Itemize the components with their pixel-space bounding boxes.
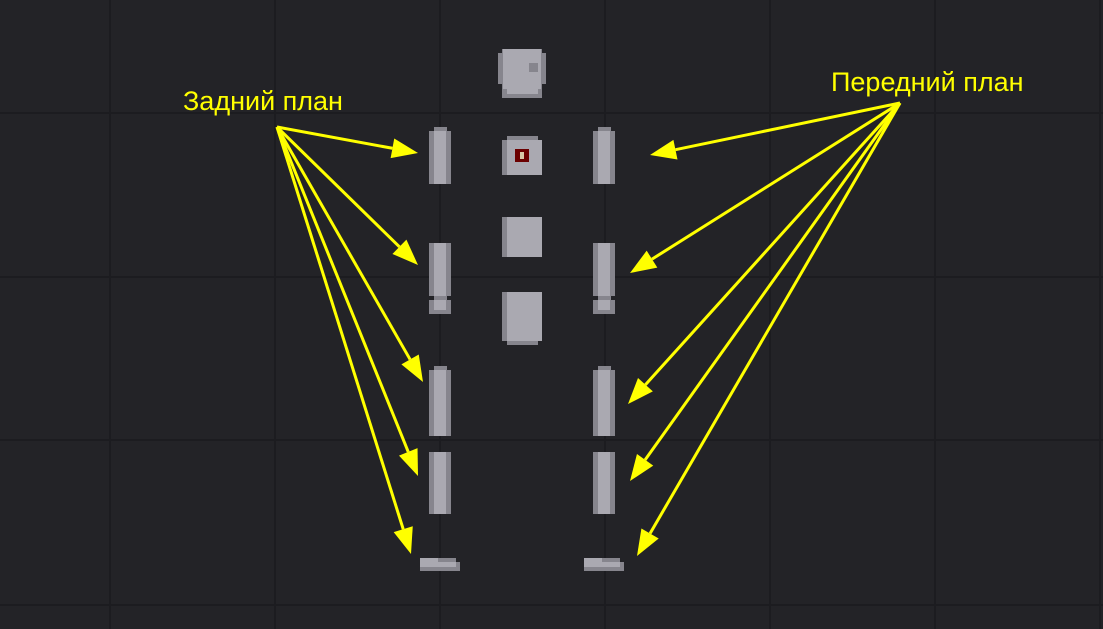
torso-face <box>507 292 542 341</box>
back-thigh <box>429 366 451 436</box>
grid-line <box>604 0 606 629</box>
torso-face <box>507 217 542 257</box>
arrow-shaft <box>648 102 902 535</box>
grid-line <box>109 0 111 629</box>
hand-face <box>434 300 446 310</box>
back-upper-arm <box>429 127 451 184</box>
limb-face <box>598 370 610 436</box>
arrow-shaft <box>275 126 405 530</box>
arrow-head-icon <box>392 239 418 265</box>
arrow-head-icon <box>630 250 658 273</box>
wrist <box>598 296 611 300</box>
limb-cap <box>434 366 447 370</box>
arrow-head-icon <box>398 448 418 476</box>
arrow-shaft <box>675 101 901 152</box>
front-shin <box>593 452 615 514</box>
upper-torso <box>502 136 542 175</box>
background-arrow <box>276 125 418 159</box>
core-center <box>520 152 524 159</box>
limb-face <box>598 131 610 184</box>
grid-line <box>1099 0 1101 629</box>
front-thigh <box>593 366 615 436</box>
arrow-head-icon <box>401 354 423 382</box>
torso-hip <box>507 341 538 345</box>
front-foot <box>584 558 624 571</box>
arrow-shaft <box>644 101 902 386</box>
background-arrow <box>275 125 418 265</box>
torso-neck <box>507 136 538 140</box>
background-arrow <box>275 126 418 476</box>
foot-toe <box>438 558 456 562</box>
arrow-shaft <box>275 126 412 361</box>
grid-line <box>0 604 1103 606</box>
head-eye <box>529 63 538 72</box>
arrow-shaft <box>275 126 410 453</box>
middle-torso <box>502 217 542 257</box>
arrow-shaft <box>651 101 901 261</box>
back-hand <box>429 296 451 314</box>
foreground-arrow <box>650 101 901 160</box>
arrow-head-icon <box>390 138 418 159</box>
arrow-shaft <box>275 125 401 248</box>
back-foot <box>420 558 460 571</box>
arrow-head-icon <box>637 528 659 556</box>
limb-face <box>434 243 446 296</box>
lower-torso <box>502 292 542 345</box>
back-shin <box>429 452 451 514</box>
foreground-arrow <box>628 101 902 404</box>
arrow-head-icon <box>650 139 678 160</box>
arrow-head-icon <box>630 454 654 481</box>
arrow-head-icon <box>393 526 413 554</box>
foot-top <box>584 558 620 567</box>
background-arrow <box>275 126 423 382</box>
limb-face <box>598 243 610 296</box>
grid-line <box>0 112 1103 114</box>
foot-toe <box>602 558 620 562</box>
foreground-arrow <box>630 102 902 481</box>
grid-line <box>769 0 771 629</box>
foot-top <box>420 558 456 567</box>
front-upper-arm <box>593 127 615 184</box>
limb-cap <box>598 366 611 370</box>
foreground-arrow <box>637 102 902 556</box>
back-lower-arm <box>429 243 451 296</box>
limb-face <box>434 370 446 436</box>
background-layer-label: Задний план <box>183 86 343 116</box>
grid-line <box>439 0 441 629</box>
front-hand <box>593 296 615 314</box>
head <box>498 49 546 98</box>
background-arrow <box>275 126 413 554</box>
limb-face <box>434 131 446 184</box>
hand-face <box>598 300 610 310</box>
arrow-shaft <box>276 125 393 150</box>
foreground-arrow <box>630 101 901 273</box>
grid-line <box>0 276 1103 278</box>
arrow-shaft <box>643 102 902 461</box>
foreground-layer-label: Передний план <box>831 67 1024 97</box>
grid-line <box>0 439 1103 441</box>
front-lower-arm <box>593 243 615 296</box>
grid-line <box>274 0 276 629</box>
head-chin <box>507 89 538 94</box>
limb-face <box>598 452 610 514</box>
limb-cap <box>434 127 447 131</box>
wrist <box>434 296 447 300</box>
limb-face <box>434 452 446 514</box>
grid-line <box>934 0 936 629</box>
limb-cap <box>598 127 611 131</box>
arrow-head-icon <box>628 378 653 404</box>
